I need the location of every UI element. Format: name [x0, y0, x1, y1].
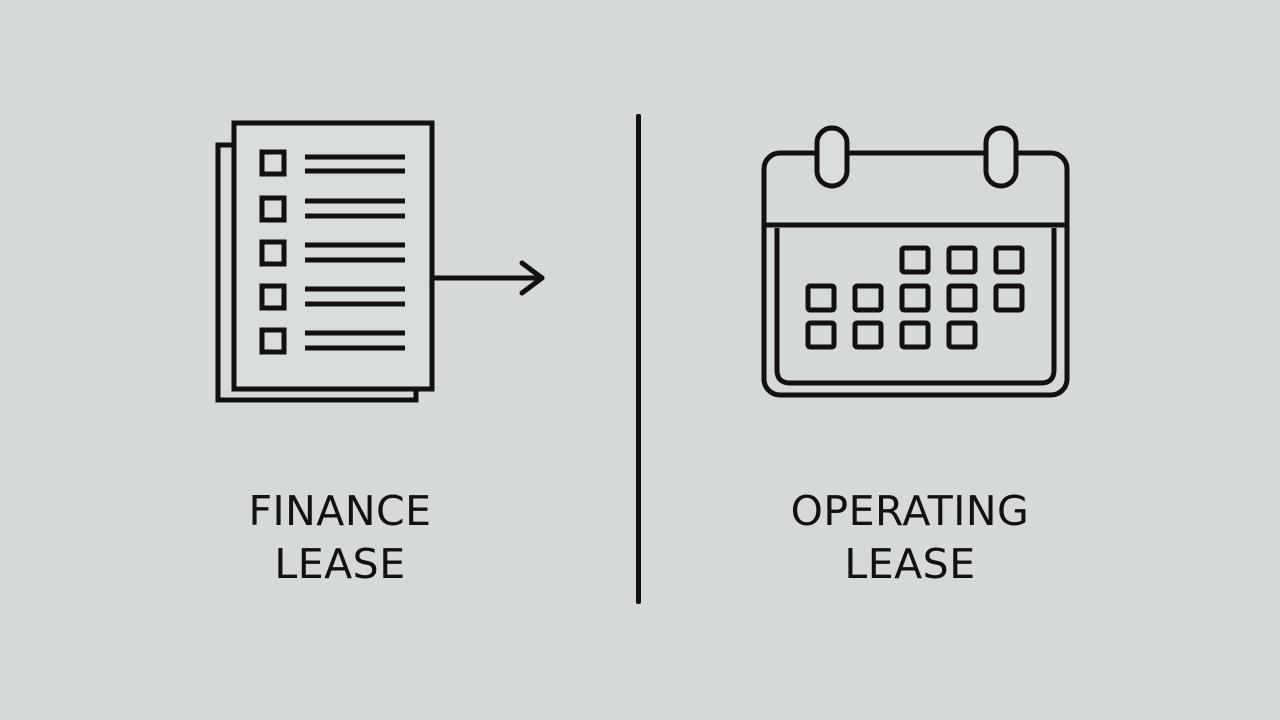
- calendar-outer-frame: [761, 150, 1070, 398]
- finance-lease-label-line1: FINANCE: [248, 487, 432, 535]
- calendar-inner-page: [774, 228, 1057, 386]
- document-checklist-icon: [215, 120, 545, 403]
- calendar-ring-left: [814, 125, 850, 189]
- checkbox-2: [259, 195, 287, 223]
- checkbox-3: [259, 239, 287, 267]
- checkbox-5: [259, 327, 287, 355]
- document-front-sheet: [231, 120, 435, 392]
- calendar-day-cell: [805, 283, 837, 313]
- calendar-day-cell: [993, 245, 1025, 275]
- checklist-rows: [259, 149, 405, 355]
- calendar-day-cell: [852, 320, 884, 350]
- calendar-day-cell: [805, 320, 837, 350]
- finance-lease-label: FINANCE LEASE: [190, 485, 490, 591]
- checkbox-4: [259, 283, 287, 311]
- finance-lease-label-line2: LEASE: [274, 540, 406, 588]
- calendar-ring-right: [983, 125, 1019, 189]
- operating-lease-label-line2: LEASE: [844, 540, 976, 588]
- calendar-day-cell: [899, 320, 931, 350]
- operating-lease-label: OPERATING LEASE: [760, 485, 1060, 591]
- calendar-day-cell: [899, 245, 931, 275]
- arrow-right-icon: [429, 260, 545, 296]
- calendar-day-cell: [946, 245, 978, 275]
- calendar-day-cell: [946, 320, 978, 350]
- calendar-day-cell: [899, 283, 931, 313]
- calendar-day-cell: [852, 283, 884, 313]
- operating-lease-label-line1: OPERATING: [790, 487, 1030, 535]
- calendar-day-cell: [946, 283, 978, 313]
- calendar-icon: [761, 125, 1070, 398]
- center-divider: [636, 114, 641, 604]
- calendar-day-cell: [993, 283, 1025, 313]
- checkbox-1: [259, 149, 287, 177]
